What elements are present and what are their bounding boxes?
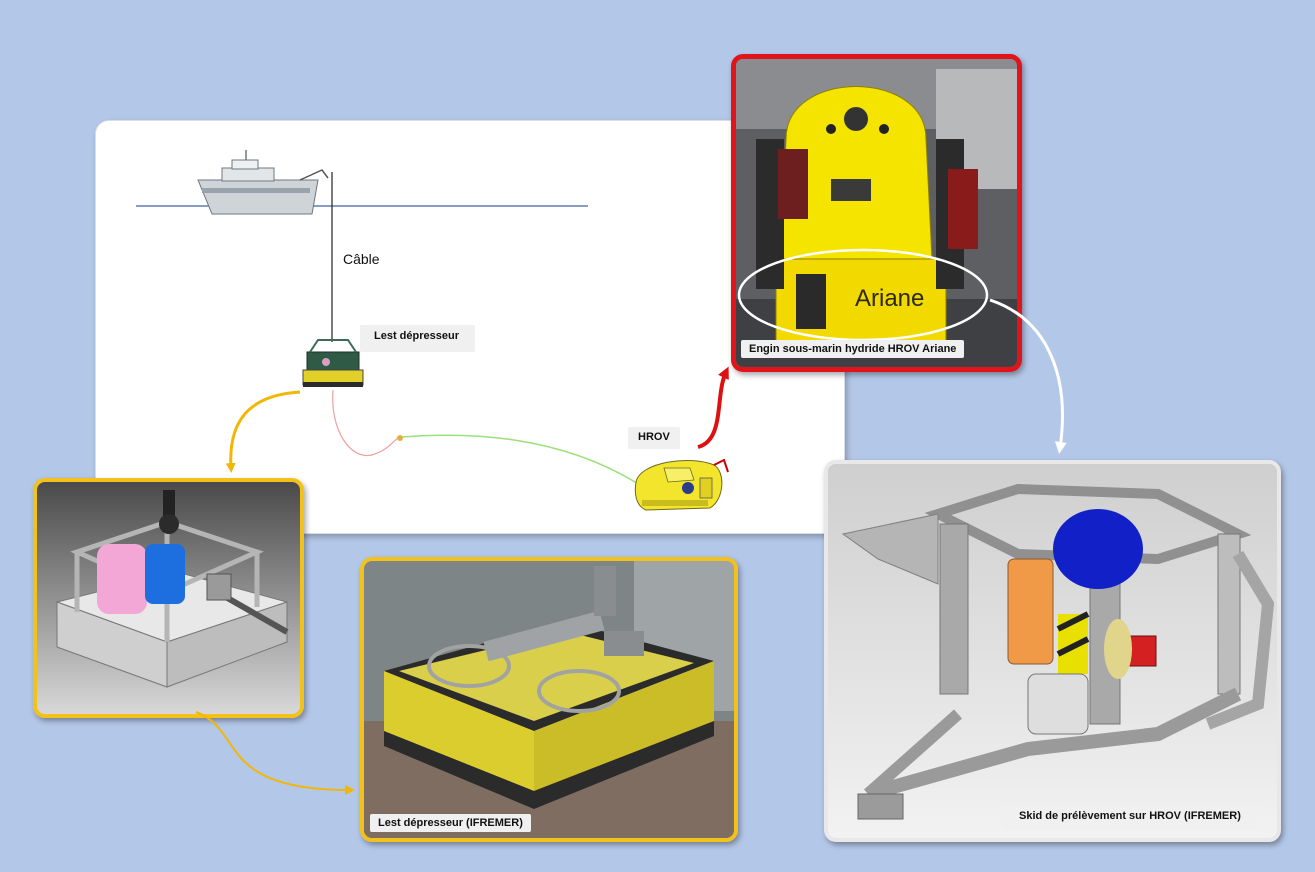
arrow-cad-to-photo xyxy=(195,711,355,795)
arrow-ariane-to-skid xyxy=(989,298,1067,454)
lest-photo-frame xyxy=(360,557,738,842)
lest-cad-render xyxy=(37,482,300,714)
ariane-photo-frame xyxy=(731,54,1022,372)
hrov-small-icon xyxy=(634,458,729,511)
tether-pink xyxy=(332,389,399,457)
skid-cad-render xyxy=(828,464,1277,838)
ariane-caption: Engin sous-marin hydride HROV Ariane xyxy=(741,340,965,358)
hrov-label: HROV xyxy=(628,427,680,449)
lest-photo xyxy=(364,561,734,838)
arrow-hrov-to-ariane xyxy=(697,366,729,449)
lest-small-icon xyxy=(302,339,364,387)
ship-icon xyxy=(197,150,329,215)
lest-photo-caption: Lest dépresseur (IFREMER) xyxy=(370,814,531,832)
cable-label: Câble xyxy=(343,251,380,267)
skid-caption: Skid de prélèvement sur HROV (IFREMER) xyxy=(1003,806,1257,830)
ariane-sign: Ariane xyxy=(855,285,925,312)
arrow-lest-to-cad xyxy=(225,390,301,473)
lest-cad-frame xyxy=(33,478,304,718)
lest-label: Lest dépresseur xyxy=(360,325,475,352)
ariane-photo xyxy=(736,59,1017,367)
tether-green xyxy=(401,434,641,486)
skid-frame xyxy=(824,460,1281,842)
